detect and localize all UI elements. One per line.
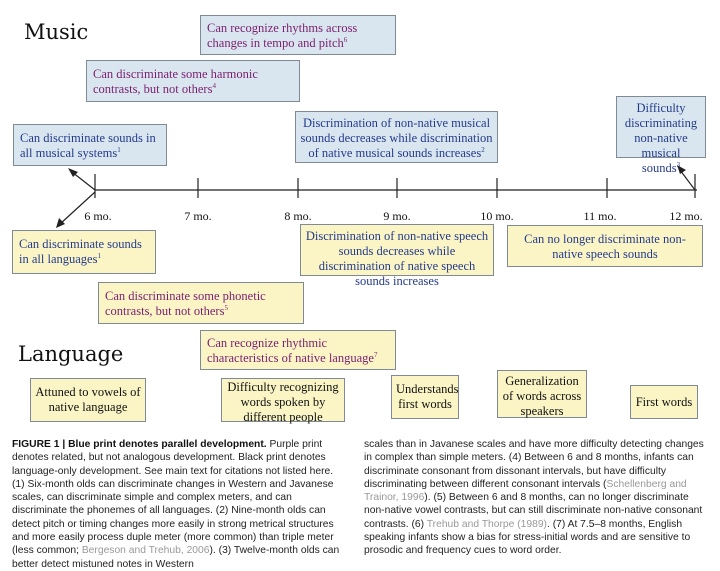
- ref-1-language: 1: [97, 251, 101, 260]
- ref-1-music: 1: [117, 145, 121, 154]
- tick-label-11: 11 mo.: [583, 209, 617, 223]
- language-box-nonnative-decrease-text: Discrimination of non-native speech soun…: [305, 229, 489, 288]
- caption-col2-text-b: ). (5) Between 6 and 8 months, can no lo…: [364, 492, 703, 530]
- music-box-harmonic: Can discriminate some harmonic contrasts…: [86, 60, 300, 102]
- music-box-harmonic-text: Can discriminate some harmonic contrasts…: [93, 67, 258, 96]
- tick-label-12: 12 mo.: [669, 209, 703, 223]
- language-box-understands-text: Understands first words: [396, 382, 459, 411]
- caption-col1-text-b: ). (3) Twelve-month olds can better dete…: [12, 545, 340, 570]
- language-box-all-languages-text: Can discriminate sounds in all languages: [19, 237, 142, 266]
- language-box-nonnative-decrease: Discrimination of non-native speech soun…: [300, 224, 494, 288]
- caption-ref-trehub: Trehub and Thorpe (1989): [426, 518, 547, 530]
- arrowhead-language-6mo: [56, 218, 65, 228]
- arrow-language-6mo: [59, 191, 96, 225]
- ref-7: 7: [373, 350, 378, 359]
- tick-label-7: 7 mo.: [184, 209, 212, 223]
- tick-label-10: 10 mo.: [480, 209, 514, 223]
- language-heading: Language: [18, 342, 124, 366]
- language-box-vowels: Attuned to vowels of native language: [30, 378, 146, 422]
- music-box-rhythm-tempo-text: Can recognize rhythms across changes in …: [207, 21, 358, 50]
- language-box-vowels-text: Attuned to vowels of native language: [35, 385, 141, 414]
- language-box-generalization-text: Generalization of words across speakers: [502, 374, 582, 418]
- music-box-difficulty-text: Difficulty discriminating non-native mus…: [624, 101, 698, 175]
- ref-2: 2: [481, 145, 485, 154]
- arrow-music-12mo: [679, 169, 696, 191]
- language-box-no-longer: Can no longer discriminate non-native sp…: [507, 225, 703, 267]
- caption-ref-bergeson: Bergeson and Trehub, 2006: [81, 545, 210, 557]
- arrow-music-6mo: [71, 171, 96, 191]
- caption-column-2: scales than in Javanese scales and have …: [364, 438, 706, 558]
- music-box-difficulty: Difficulty discriminating non-native mus…: [616, 96, 706, 175]
- language-box-phonetic: Can discriminate some phonetic contrasts…: [98, 282, 304, 324]
- ref-5: 5: [224, 303, 228, 312]
- language-box-first-words: First words: [630, 385, 698, 419]
- caption-column-1: FIGURE 1 | Blue print denotes parallel d…: [12, 438, 348, 571]
- music-box-all-systems: Can discriminate sounds in all musical s…: [13, 124, 167, 166]
- language-box-rhythmic: Can recognize rhythmic characteristics o…: [200, 330, 396, 370]
- language-box-understands: Understands first words: [391, 375, 459, 419]
- music-box-rhythm-tempo: Can recognize rhythms across changes in …: [200, 15, 396, 55]
- language-box-rhythmic-text: Can recognize rhythmic characteristics o…: [207, 336, 374, 365]
- language-box-difficulty-words: Difficulty recognizing words spoken by d…: [221, 378, 345, 424]
- ref-6: 6: [343, 35, 348, 44]
- language-box-phonetic-text: Can discriminate some phonetic contrasts…: [105, 289, 266, 318]
- tick-label-8: 8 mo.: [284, 209, 312, 223]
- ref-4: 4: [212, 81, 216, 90]
- arrowhead-music-6mo: [68, 168, 78, 177]
- music-box-nonnative-decrease-text: Discrimination of non-native musical sou…: [300, 116, 493, 160]
- music-box-nonnative-decrease: Discrimination of non-native musical sou…: [295, 111, 498, 163]
- music-heading: Music: [24, 20, 89, 44]
- caption-ref-schellenberg: Schellenberg and Trainor, 1996: [364, 478, 687, 504]
- tick-label-9: 9 mo.: [383, 209, 411, 223]
- language-box-no-longer-text: Can no longer discriminate non-native sp…: [524, 232, 686, 261]
- language-box-difficulty-words-text: Difficulty recognizing words spoken by d…: [227, 380, 339, 424]
- caption-col2-text-c: . (7) At 7.5–8 months, English speaking …: [364, 518, 691, 557]
- ref-3: 3: [676, 160, 681, 169]
- caption-label: FIGURE 1 | Blue print denotes parallel d…: [12, 439, 267, 450]
- caption-col1-text-a: Purple print denotes related, but not an…: [12, 439, 334, 557]
- arrowhead-music-12mo: [677, 165, 686, 174]
- music-box-all-systems-text: Can discriminate sounds in all musical s…: [20, 131, 156, 160]
- language-box-generalization: Generalization of words across speakers: [497, 370, 587, 418]
- language-box-all-languages: Can discriminate sounds in all languages…: [12, 230, 156, 274]
- tick-label-6: 6 mo.: [84, 209, 112, 223]
- caption-col2-text-a: scales than in Javanese scales and have …: [364, 439, 704, 490]
- language-box-first-words-text: First words: [635, 395, 693, 409]
